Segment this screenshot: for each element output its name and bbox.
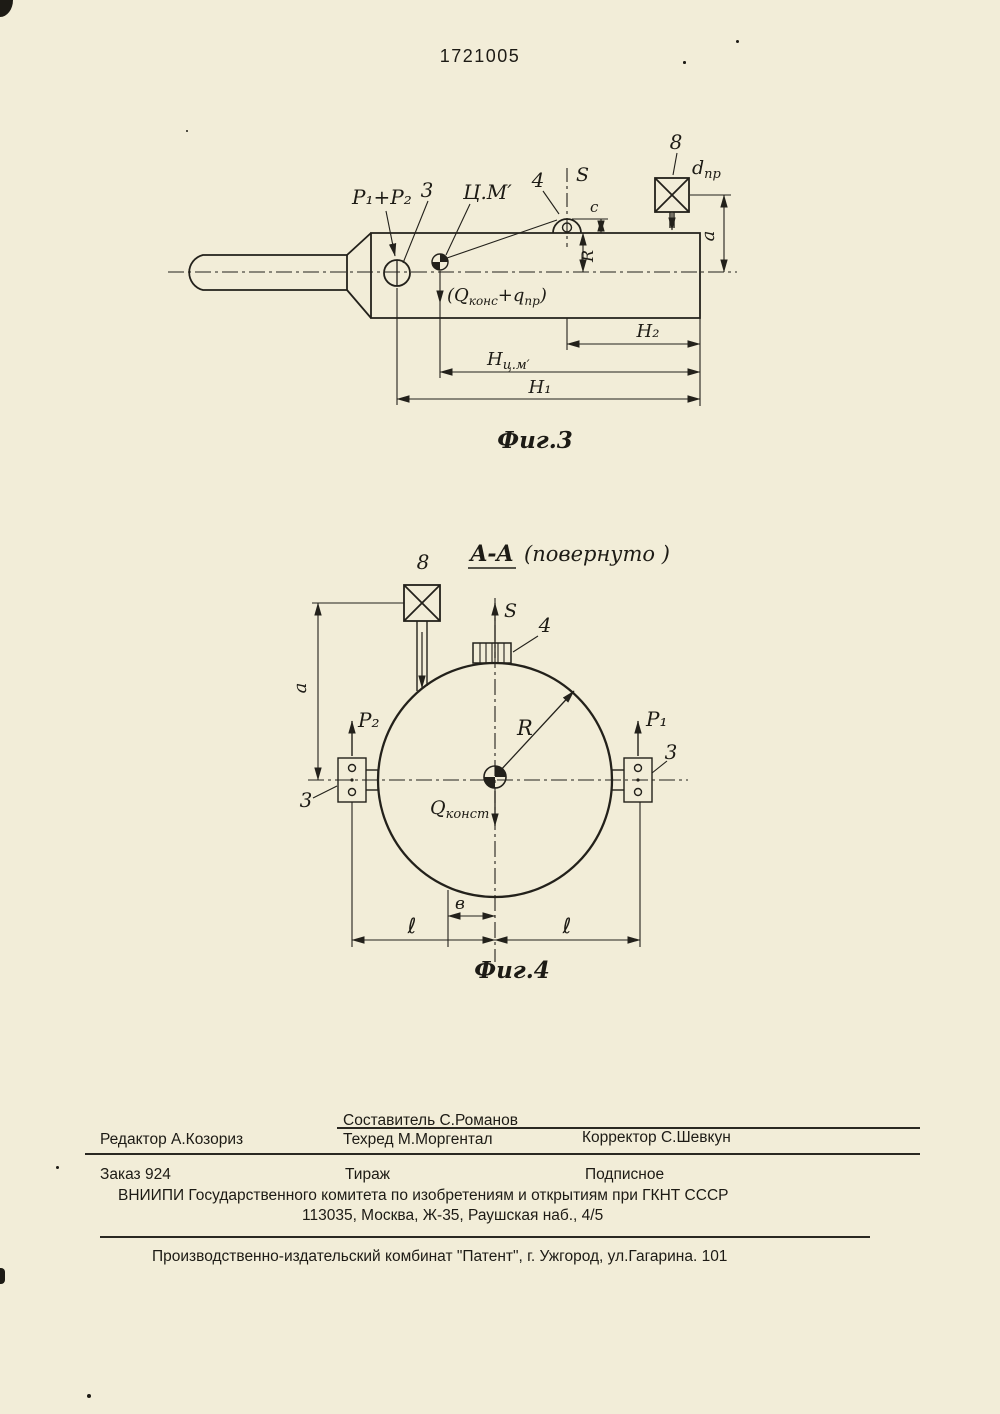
scan-artifact [683,61,686,64]
footer-subscription: Подписное [585,1166,665,1183]
fig4-labels: A-A (повернуто ) 8 S 4 a P₂ P₁ 3 3 R Qко… [290,541,677,984]
fig3-label-s: S [576,164,589,186]
fig3-label-a: a [698,231,719,242]
fig3-label-h1: H₁ [528,377,552,398]
fig3-label-ref4: 4 [531,168,545,192]
fig3-thin-lines [168,152,737,406]
fig3-instrument-8 [654,177,690,231]
footer-committee: ВНИИПИ Государственного комитета по изоб… [118,1187,729,1204]
footer-corrector: Корректор С.Шевкун [582,1129,731,1146]
scan-artifact [87,1394,91,1398]
fig3-label-c: c [590,198,599,216]
fig3-label-ref8: 8 [670,130,683,154]
footer-editor: Редактор А.Козориз [100,1131,244,1148]
footer-rule-top [85,1153,920,1155]
fig4-label-q: Qконст [430,797,489,822]
fig4-label-p2: P₂ [357,708,379,732]
fig4-thin-lines [308,598,688,962]
fig4-label-ref4: 4 [538,613,552,637]
fig3-dpr-base: d [692,157,704,179]
fig3-label-force: P₁+P₂ [351,185,412,209]
footer-circulation: Тираж [345,1166,391,1183]
fig4-label-s: S [504,600,517,622]
fig3-label-q: (Qконс+qпр) [447,285,547,308]
fig4-section-title: A-A [468,541,513,567]
fig3-label-cm: Ц.М′ [462,180,512,204]
scan-artifact [186,130,188,132]
fig4: A-A (повернуто ) 8 S 4 a P₂ P₁ 3 3 R Qко… [290,541,688,984]
footer-rule-partial [337,1127,920,1129]
fig4-label-a: a [290,683,311,694]
fig3-force-arrow [385,210,397,257]
footer-address: 113035, Москва, Ж-35, Раушская наб., 4/5 [302,1207,604,1224]
fig3-caption: Фиг.3 [497,427,573,454]
fig3-label-dpr: dпр [692,157,722,182]
fig3-center-of-mass-symbol [431,253,449,271]
fig4-label-p1: P₁ [645,707,667,731]
fig4-section-note: (повернуто ) [524,542,670,566]
scan-artifact [0,1268,5,1284]
fig4-radius-arrow [498,690,575,773]
footer-techred: Техред М.Моргентал [343,1131,493,1148]
patent-figures: P₁+P₂ 3 Ц.М′ 4 S c R 8 dпр a (Qконс+qпр)… [168,130,737,984]
fig3-labels: P₁+P₂ 3 Ц.М′ 4 S c R 8 dпр a (Qконс+qпр)… [351,130,722,454]
fig4-label-ref8: 8 [417,550,430,574]
fig4-label-ref3-left: 3 [300,788,313,812]
footer-compiler: Составитель С.Романов [343,1112,518,1129]
fig4-label-l-left: ℓ [407,914,417,938]
scan-artifact [736,40,739,43]
fig3-force-point [383,259,411,287]
fig4-label-ref3-right: 3 [665,740,678,764]
footer-production: Производственно-издательский комбинат "П… [152,1248,728,1265]
fig4-instrument-8 [403,584,441,691]
patent-number: 1721005 [439,46,521,66]
fig4-caption: Фиг.4 [474,957,550,984]
fig4-label-l-right: ℓ [562,914,572,938]
fig3-label-hcm: Hц.м′ [486,349,530,373]
fig3: P₁+P₂ 3 Ц.М′ 4 S c R 8 dпр a (Qконс+qпр)… [168,130,737,454]
footer-rule-bottom [100,1236,870,1238]
fig4-top-lug [472,642,512,664]
fig4-label-radius: R [516,716,533,740]
fig3-dpr-sub: пр [704,167,721,182]
fig3-label-h2: H₂ [636,321,660,342]
fig4-label-b: в [455,894,465,914]
fig3-label-ref3: 3 [421,178,434,202]
footer-order: Заказ 924 [100,1166,171,1183]
fig3-label-r: R [578,250,597,263]
scan-artifact [56,1166,59,1169]
